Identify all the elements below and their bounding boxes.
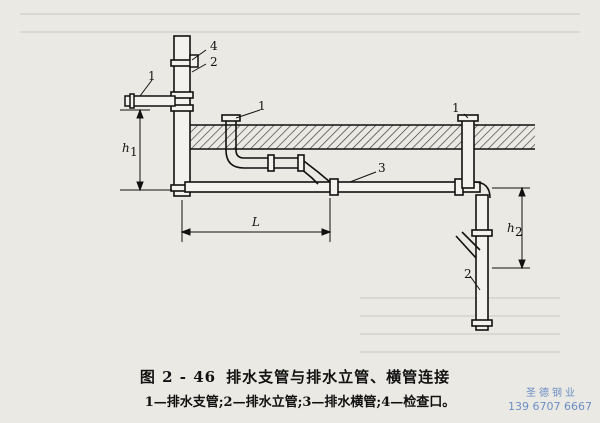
cleanout-fitting [189, 54, 199, 68]
label-branch-right: 1 [452, 101, 460, 115]
figure-title: 排水支管与排水立管、横管连接 [226, 368, 451, 386]
label-riser-right: 2 [464, 267, 472, 281]
label-h1-sub: 1 [130, 145, 138, 159]
mid-branch-pipe [221, 114, 331, 185]
label-cleanout: 4 [210, 39, 218, 53]
figure-legend: 1—排水支管;2—排水立管;3—排水横管;4—检查口。 [144, 395, 456, 410]
label-branch-mid: 1 [258, 99, 266, 113]
h1-dimension [120, 108, 172, 192]
floor-slab [190, 125, 535, 149]
horizontal-pipe [184, 178, 481, 196]
leader-lines [139, 49, 481, 291]
label-h2-sub: 2 [515, 225, 523, 239]
watermark-phone: 139 6707 6667 [508, 400, 592, 413]
label-branch-left: 1 [148, 69, 156, 83]
figure-caption: 图 2 - 46 排水支管与排水立管、横管连接 [0, 366, 600, 387]
figure-number: 图 2 - 46 [139, 368, 217, 386]
label-h1-main: h [122, 141, 130, 155]
L-dimension [180, 198, 332, 242]
background-bleed [20, 13, 580, 353]
label-horizontal: 3 [378, 161, 386, 175]
label-riser-left: 2 [210, 55, 218, 69]
left-branch-pipe [124, 93, 176, 109]
left-riser [170, 35, 194, 197]
label-L: L [251, 215, 260, 229]
right-riser [455, 114, 493, 331]
h2-dimension [492, 186, 530, 270]
label-h2-main: h [507, 221, 515, 235]
watermark-company: 圣德钢业 [526, 388, 578, 399]
